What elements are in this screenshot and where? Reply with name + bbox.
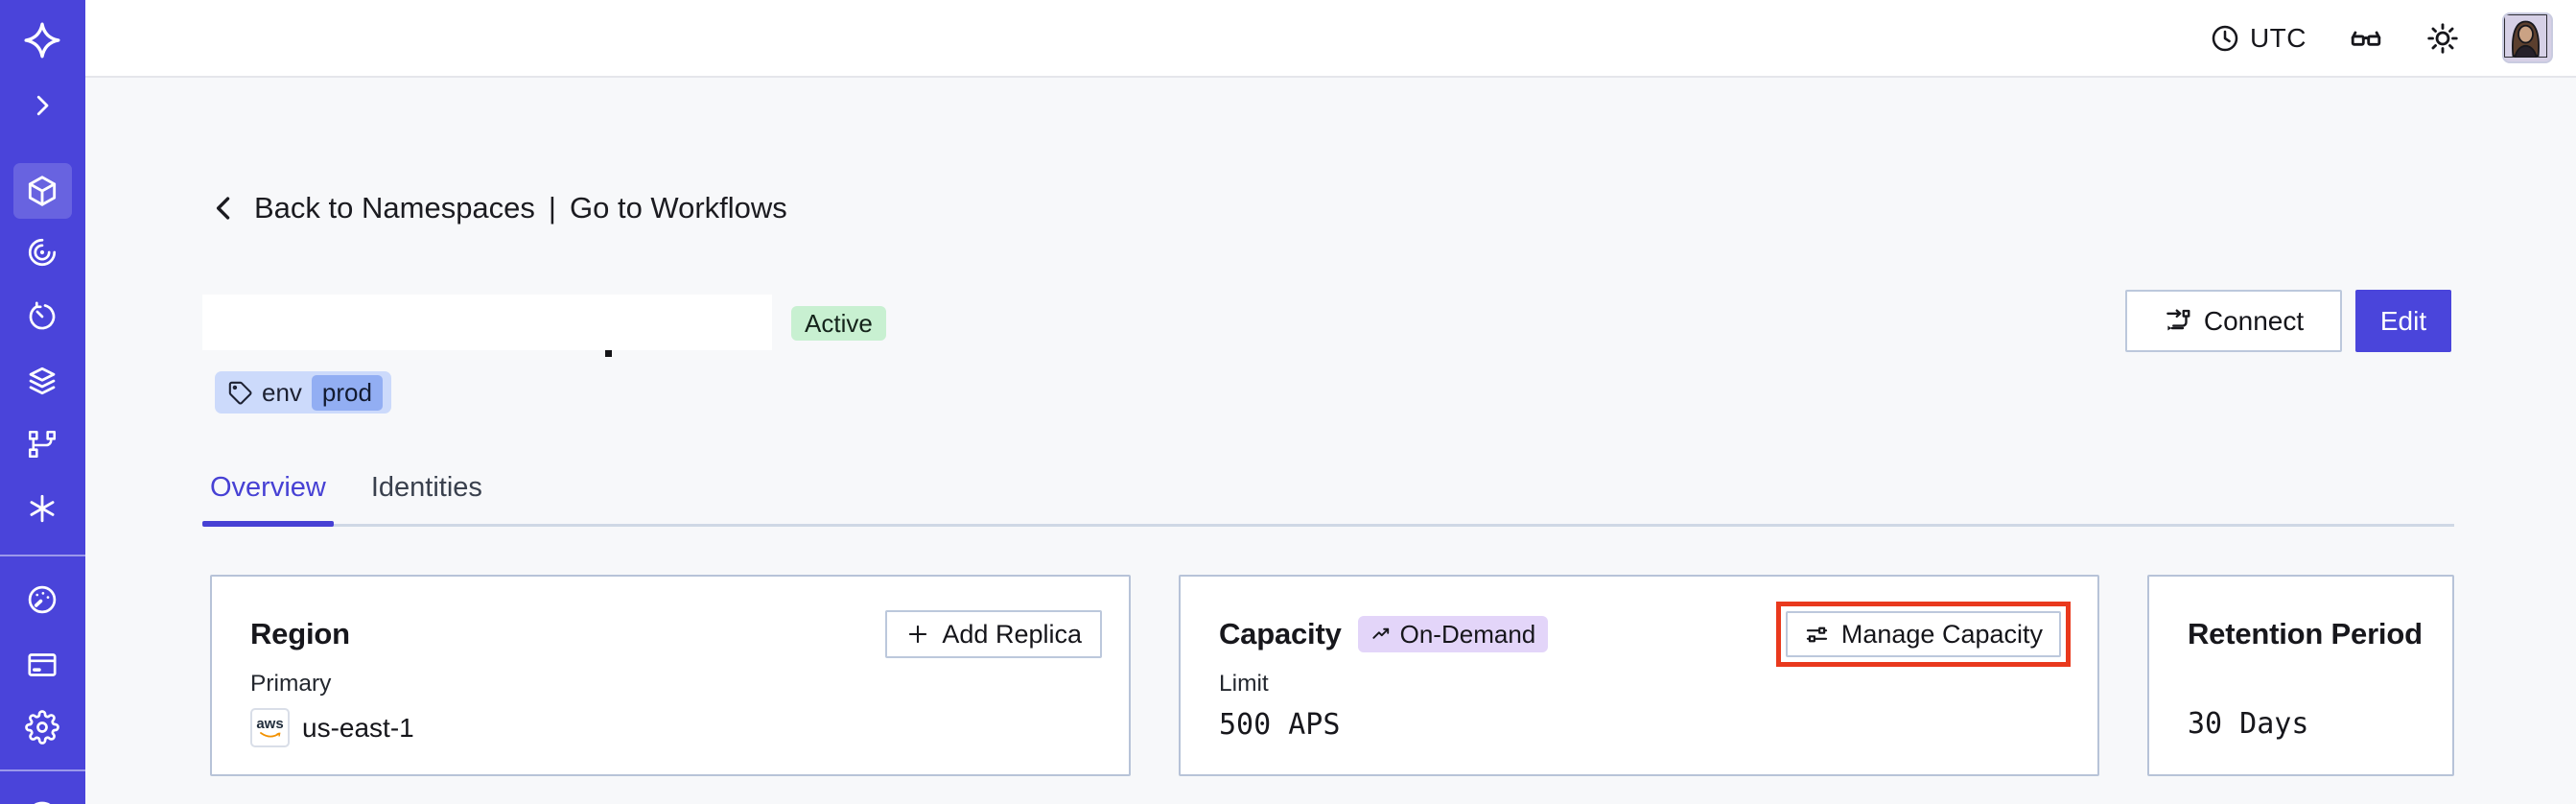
- connect-flow-icon: [2166, 308, 2190, 330]
- ondemand-badge-label: On-Demand: [1399, 619, 1536, 649]
- sidebar-item-nexus[interactable]: [26, 492, 59, 525]
- manage-capacity-label: Manage Capacity: [1840, 619, 2043, 649]
- labs-glasses-icon[interactable]: [2349, 21, 2383, 56]
- connect-button[interactable]: Connect: [2125, 290, 2342, 352]
- edit-button[interactable]: Edit: [2355, 290, 2451, 352]
- sliders-icon: [1806, 627, 1828, 642]
- back-chevron-icon[interactable]: [208, 192, 241, 225]
- region-card: Region Add Replica Primary aws us-east-1: [210, 575, 1131, 776]
- sidebar-divider: [0, 769, 85, 771]
- tag-icon: [228, 381, 252, 405]
- namespace-name-redacted: [202, 295, 772, 350]
- sidebar-item-deployments[interactable]: [25, 364, 59, 398]
- aws-provider-icon: aws: [250, 708, 290, 747]
- tag-value: prod: [311, 374, 383, 411]
- tab-bar: Overview Identities: [202, 472, 2454, 527]
- sidebar-item-schedules[interactable]: [25, 299, 59, 334]
- capacity-value: 500 APS: [1219, 708, 1341, 742]
- sidebar-item-usage[interactable]: [25, 582, 59, 617]
- ondemand-badge: On-Demand: [1357, 616, 1549, 652]
- breadcrumb-back-link[interactable]: Back to Namespaces: [254, 191, 535, 225]
- namespace-title-section: Active env prod Connect Edit: [202, 290, 2454, 434]
- sidebar-divider: [0, 555, 85, 556]
- sidebar: [0, 0, 85, 804]
- status-badge: Active: [791, 306, 886, 341]
- namespace-name-artifact: [605, 350, 612, 357]
- expand-sidebar-icon[interactable]: [28, 91, 57, 120]
- sidebar-item-settings[interactable]: [25, 710, 59, 745]
- add-replica-button[interactable]: Add Replica: [885, 610, 1102, 658]
- sidebar-item-namespaces[interactable]: [24, 173, 60, 209]
- timezone-label: UTC: [2249, 22, 2307, 53]
- capacity-card-title: Capacity: [1219, 617, 1342, 650]
- clock-icon: [2212, 25, 2238, 51]
- breadcrumb-separator: |: [548, 191, 556, 225]
- manage-capacity-button[interactable]: Manage Capacity: [1785, 611, 2061, 657]
- sidebar-item-batch-operations[interactable]: [26, 428, 59, 461]
- capacity-card: Capacity On-Demand Manage Capacity Limit: [1179, 575, 2099, 776]
- tag-key: env: [262, 377, 302, 407]
- tab-overview[interactable]: Overview: [202, 472, 334, 527]
- header-actions: Connect Edit: [2125, 290, 2451, 352]
- trending-up-icon: [1372, 627, 1389, 639]
- add-replica-label: Add Replica: [942, 619, 1082, 649]
- breadcrumb: Back to Namespaces | Go to Workflows: [208, 191, 787, 225]
- sidebar-item-workflows[interactable]: [25, 235, 59, 270]
- retention-value: 30 Days: [2188, 707, 2309, 741]
- user-avatar[interactable]: [2502, 12, 2553, 63]
- region-value: us-east-1: [302, 712, 414, 743]
- plus-icon: [909, 625, 927, 644]
- primary-label: Primary: [250, 671, 332, 697]
- light-mode-icon[interactable]: [2425, 21, 2460, 56]
- region-card-title: Region: [250, 617, 350, 650]
- limit-label: Limit: [1219, 671, 1269, 697]
- annotation-highlight: Manage Capacity: [1775, 602, 2071, 667]
- sidebar-item-account[interactable]: [21, 796, 63, 804]
- temporal-logo-icon[interactable]: [21, 19, 63, 61]
- tab-identities[interactable]: Identities: [370, 472, 482, 503]
- overview-cards: Region Add Replica Primary aws us-east-1: [210, 575, 2454, 776]
- timezone-selector[interactable]: UTC: [2210, 23, 2307, 54]
- connect-button-label: Connect: [2203, 305, 2305, 336]
- breadcrumb-workflows-link[interactable]: Go to Workflows: [569, 191, 787, 225]
- retention-card-title: Retention Period: [2188, 617, 2423, 650]
- main-content: Back to Namespaces | Go to Workflows Act…: [85, 80, 2576, 804]
- namespace-tag: env prod: [215, 371, 391, 414]
- sidebar-item-billing[interactable]: [25, 648, 59, 682]
- retention-card: Retention Period 30 Days: [2147, 575, 2454, 776]
- topbar: UTC: [85, 0, 2576, 78]
